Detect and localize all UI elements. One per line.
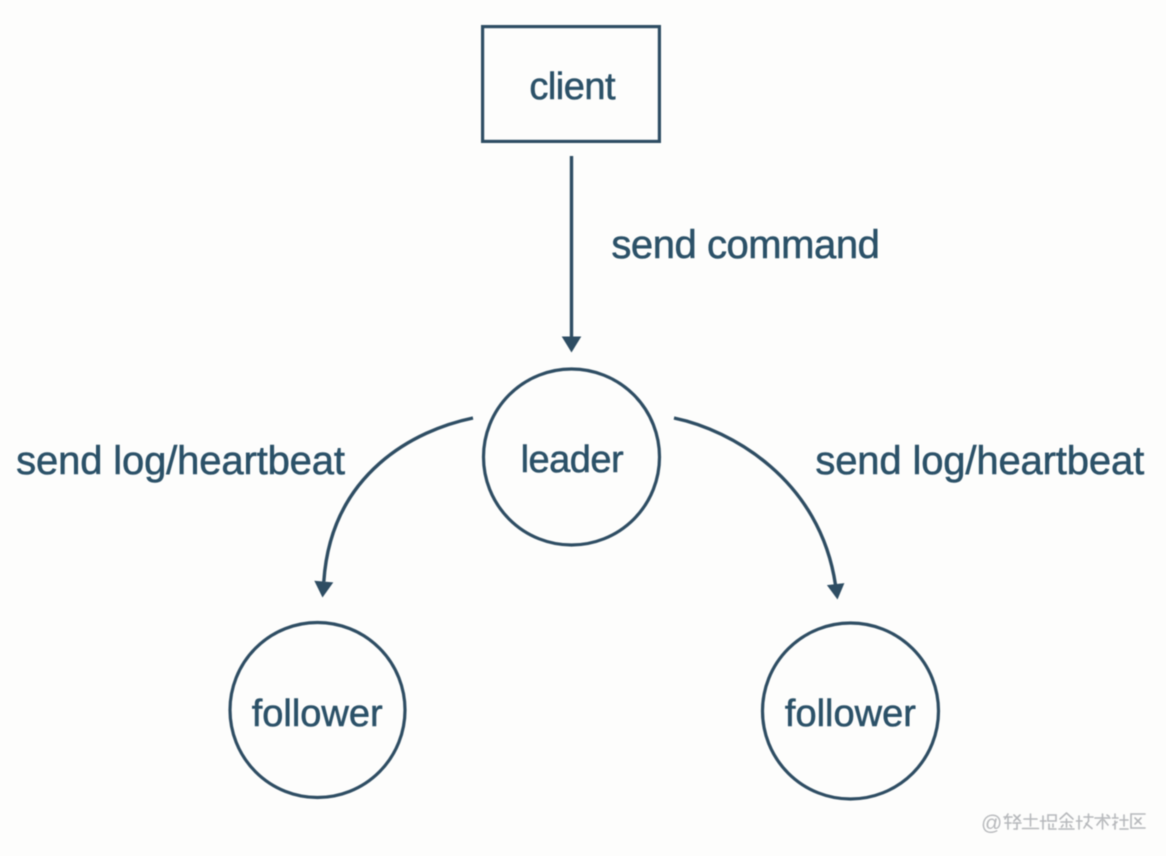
svg-text:@: @ [981,812,1002,835]
svg-text:client: client [529,66,616,108]
svg-text:send log/heartbeat: send log/heartbeat [815,439,1144,483]
svg-text:send log/heartbeat: send log/heartbeat [16,439,345,483]
svg-text:follower: follower [785,693,916,735]
svg-text:leader: leader [521,439,624,481]
svg-text:follower: follower [252,693,383,735]
svg-text:send command: send command [611,223,879,267]
